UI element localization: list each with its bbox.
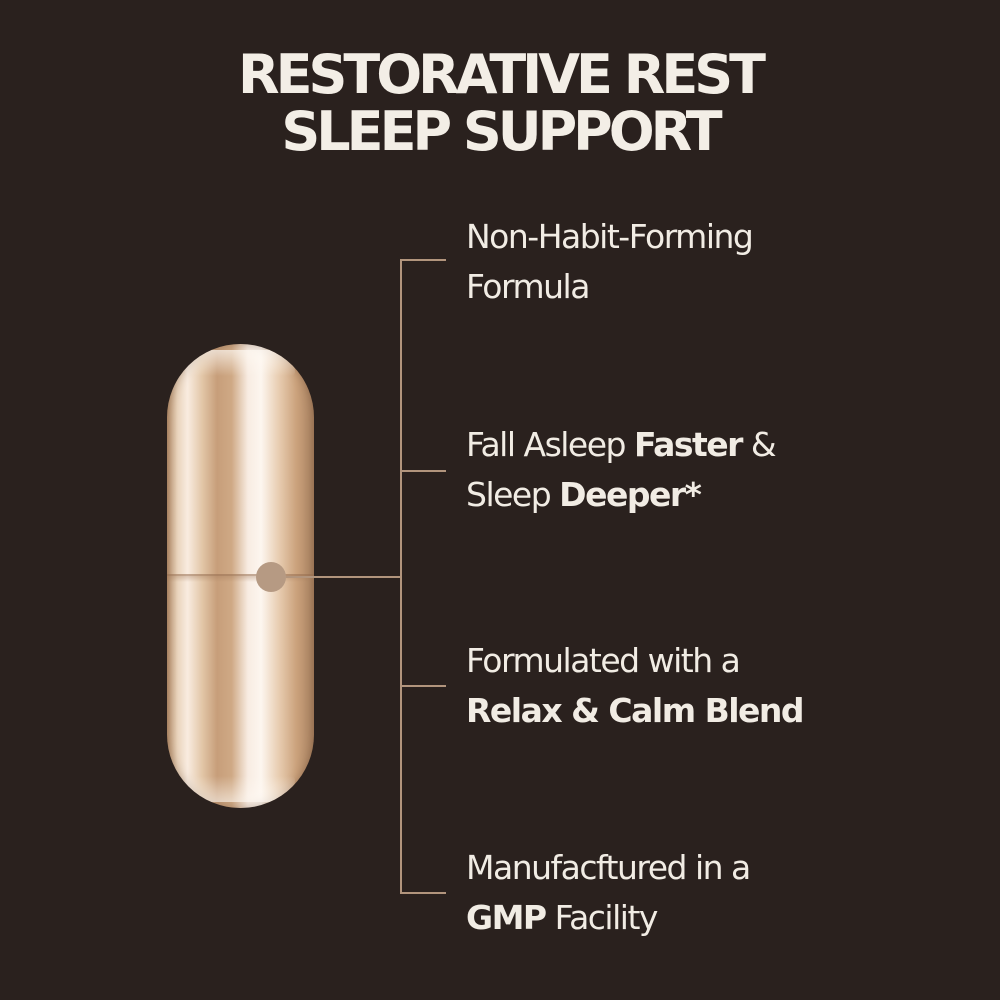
bracket-tick-1 [400,259,446,261]
feature-2-bold-deeper: Deeper* [559,475,702,514]
feature-2-text-d: Sleep [466,475,560,514]
bracket-tick-4 [400,892,446,894]
headline-line-1: RESTORATIVE REST [238,43,766,106]
feature-4-line-2: GMP Facility [466,893,986,943]
capsule-highlight-top [185,350,295,376]
feature-2-text-c: & [741,425,777,464]
connector-line [286,576,400,578]
capsule-seam [167,574,314,576]
dot-marker-icon [256,562,286,592]
capsule-seam-shadow [167,576,314,582]
feature-2-text-a: Fall Asleep [466,425,634,464]
feature-4-text-facility: Facility [545,898,659,937]
feature-2-line-2: Sleep Deeper* [466,470,986,520]
feature-4-line-1: Manufacftured in a [466,848,751,887]
feature-2-bold-faster: Faster [633,425,743,464]
capsule-highlight-bottom [185,776,295,802]
feature-relax-calm-blend: Formulated with a Relax & Calm Blend [466,636,986,736]
feature-3-line-2: Relax & Calm Blend [466,691,805,730]
bracket-tick-2 [400,470,446,472]
feature-gmp-facility: Manufacftured in a GMP Facility [466,843,986,943]
bracket-line [400,259,402,894]
feature-1-line-1: Non-Habit-Forming [466,217,754,256]
feature-1-line-2: Formula [466,267,590,306]
feature-2-line-1: Fall Asleep Faster & [466,420,986,470]
headline-line-2: SLEEP SUPPORT [281,100,722,163]
feature-4-bold-gmp: GMP [466,898,547,937]
feature-sleep-faster: Fall Asleep Faster & Sleep Deeper* [466,420,986,520]
bracket-tick-3 [400,685,446,687]
feature-non-habit-forming: Non-Habit-Forming Formula [466,212,986,312]
feature-3-line-1: Formulated with a [466,641,741,680]
